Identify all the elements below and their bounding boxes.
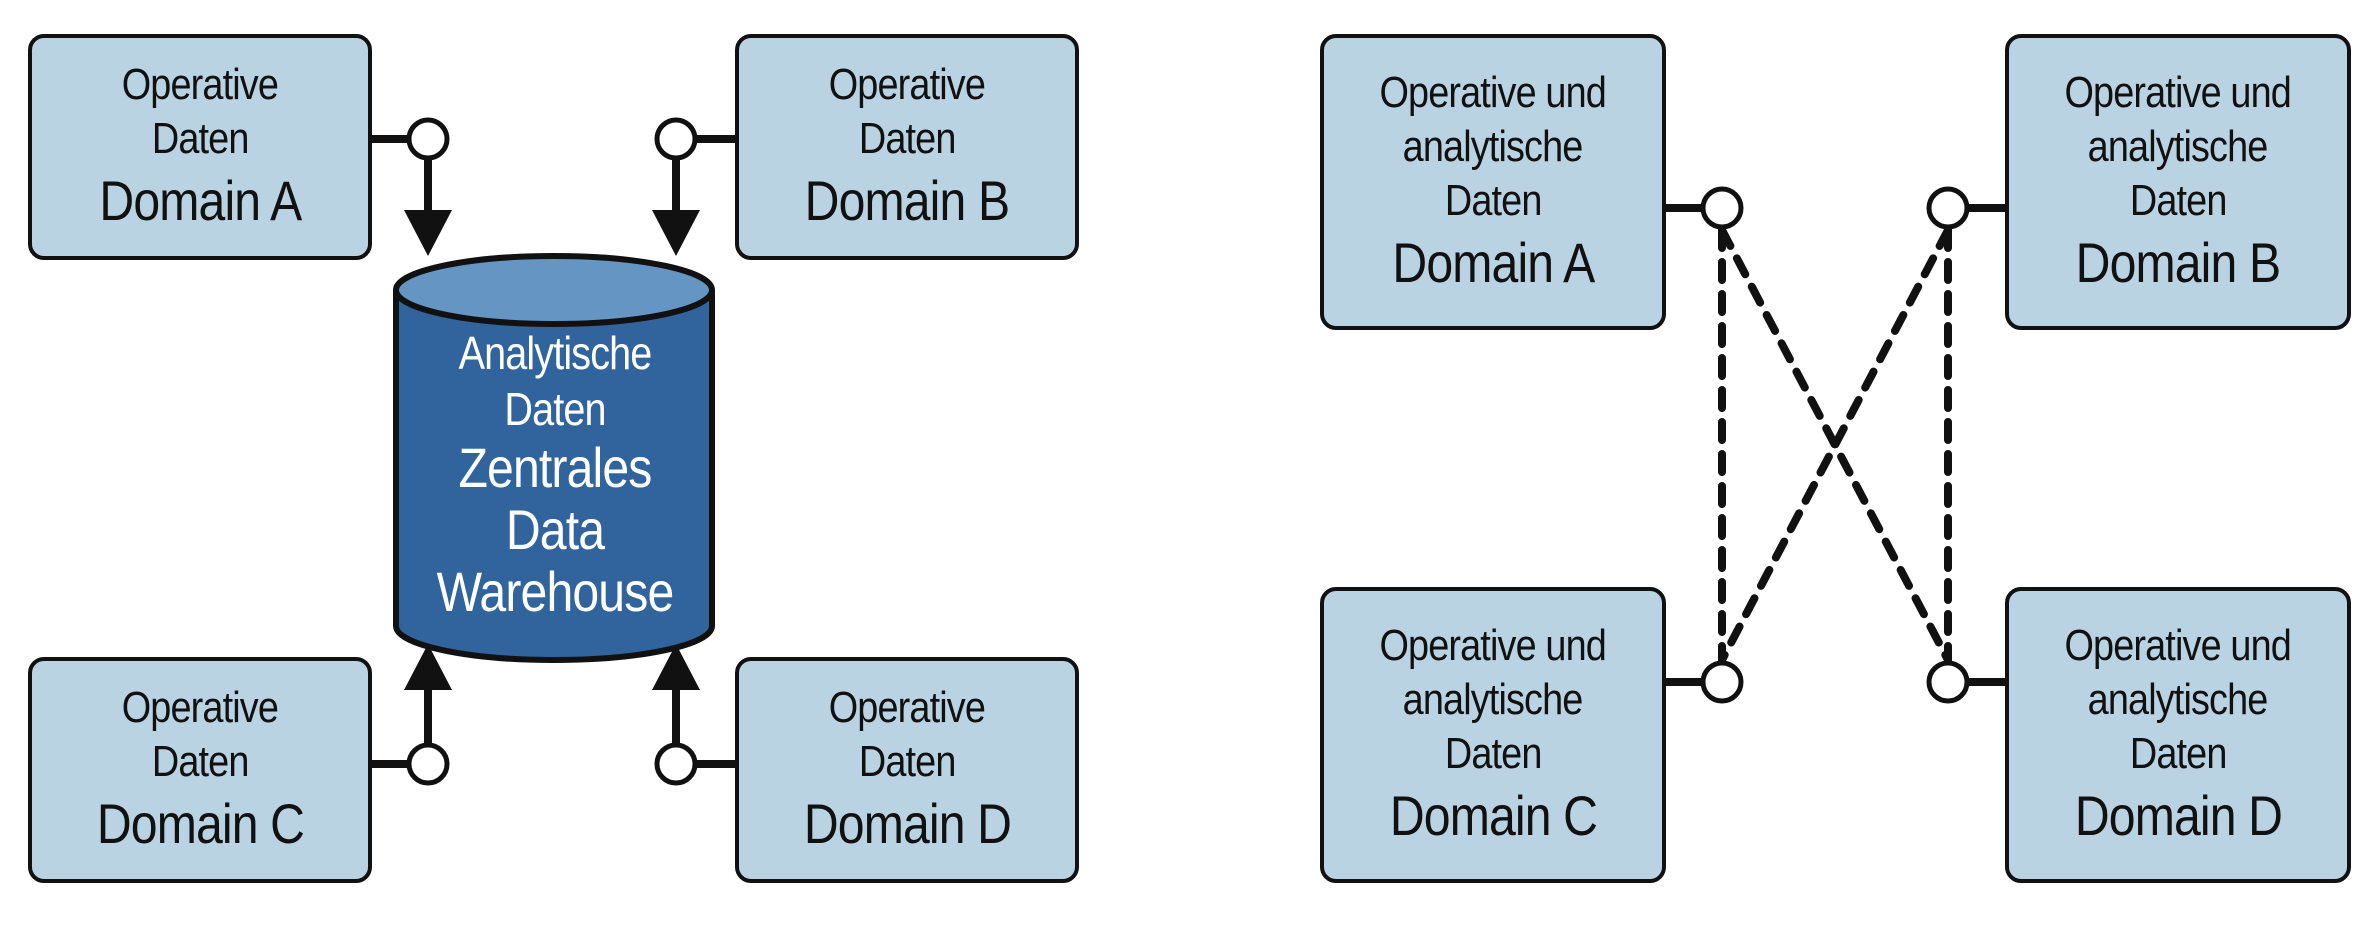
mesh-links <box>1718 226 1952 664</box>
right-domain-a-line2: analytische <box>1403 122 1584 171</box>
left-domain-a-name: Domain A <box>99 169 302 232</box>
arrow-c-icon <box>404 644 452 690</box>
warehouse-line1: Analytische <box>458 327 653 379</box>
port-rd-icon <box>1926 660 1970 704</box>
left-domain-b-line1: Operative <box>828 60 986 109</box>
left-domain-d-name: Domain D <box>803 792 1011 855</box>
port-rb-icon <box>1926 186 1970 230</box>
left-domain-c-name: Domain C <box>96 792 304 855</box>
left-domain-c-box: Operative Daten Domain C <box>28 657 372 883</box>
port-ra-icon <box>1700 186 1744 230</box>
port-b-icon <box>654 117 698 161</box>
right-domain-b-line2: analytische <box>2088 122 2269 171</box>
left-domain-d-line1: Operative <box>828 683 986 732</box>
right-domain-a-box: Operative und analytische Daten Domain A <box>1320 34 1666 330</box>
right-domain-c-box: Operative und analytische Daten Domain C <box>1320 587 1666 883</box>
warehouse-line5: Warehouse <box>436 560 675 623</box>
warehouse-line4: Data <box>505 498 605 561</box>
left-domain-b-line2: Daten <box>858 114 957 163</box>
right-domain-c-name: Domain C <box>1389 784 1597 847</box>
left-domain-c-line1: Operative <box>121 683 279 732</box>
right-domain-b-name: Domain B <box>2075 231 2281 294</box>
right-domain-a-name: Domain A <box>1392 231 1595 294</box>
left-arrowheads <box>404 210 700 690</box>
warehouse-line3: Zentrales <box>458 436 652 499</box>
port-rc-icon <box>1700 660 1744 704</box>
left-ports <box>406 117 698 786</box>
right-ports <box>1700 186 1970 704</box>
right-domain-d-line1: Operative und <box>2064 621 2292 670</box>
right-domain-b-line1: Operative und <box>2064 68 2292 117</box>
left-domain-b-name: Domain B <box>804 169 1010 232</box>
arrow-b-icon <box>652 210 700 256</box>
data-warehouse-cylinder <box>393 253 715 663</box>
arrow-a-icon <box>404 210 452 256</box>
right-domain-c-line2: analytische <box>1403 675 1584 724</box>
port-a-icon <box>406 117 450 161</box>
left-domain-d-line2: Daten <box>858 737 957 786</box>
right-domain-d-box: Operative und analytische Daten Domain D <box>2005 587 2351 883</box>
left-domain-b-box: Operative Daten Domain B <box>735 34 1079 260</box>
right-domain-b-box: Operative und analytische Daten Domain B <box>2005 34 2351 330</box>
right-domain-d-line3: Daten <box>2129 729 2228 778</box>
right-domain-c-line1: Operative und <box>1379 621 1607 670</box>
left-domain-a-box: Operative Daten Domain A <box>28 34 372 260</box>
left-domain-a-line2: Daten <box>151 114 250 163</box>
warehouse-label: Analytische Daten Zentrales Data Warehou… <box>392 325 718 623</box>
right-domain-a-line3: Daten <box>1444 176 1543 225</box>
left-connectors <box>369 135 740 768</box>
left-domain-c-line2: Daten <box>151 737 250 786</box>
right-domain-b-line3: Daten <box>2129 176 2228 225</box>
right-domain-d-line2: analytische <box>2088 675 2269 724</box>
port-d-icon <box>654 742 698 786</box>
left-domain-a-line1: Operative <box>121 60 279 109</box>
right-domain-d-name: Domain D <box>2074 784 2282 847</box>
arrow-d-icon <box>652 644 700 690</box>
right-domain-c-line3: Daten <box>1444 729 1543 778</box>
right-domain-a-line1: Operative und <box>1379 68 1607 117</box>
warehouse-line2: Daten <box>504 383 606 435</box>
right-stubs <box>1664 204 2008 686</box>
port-c-icon <box>406 742 450 786</box>
left-domain-d-box: Operative Daten Domain D <box>735 657 1079 883</box>
